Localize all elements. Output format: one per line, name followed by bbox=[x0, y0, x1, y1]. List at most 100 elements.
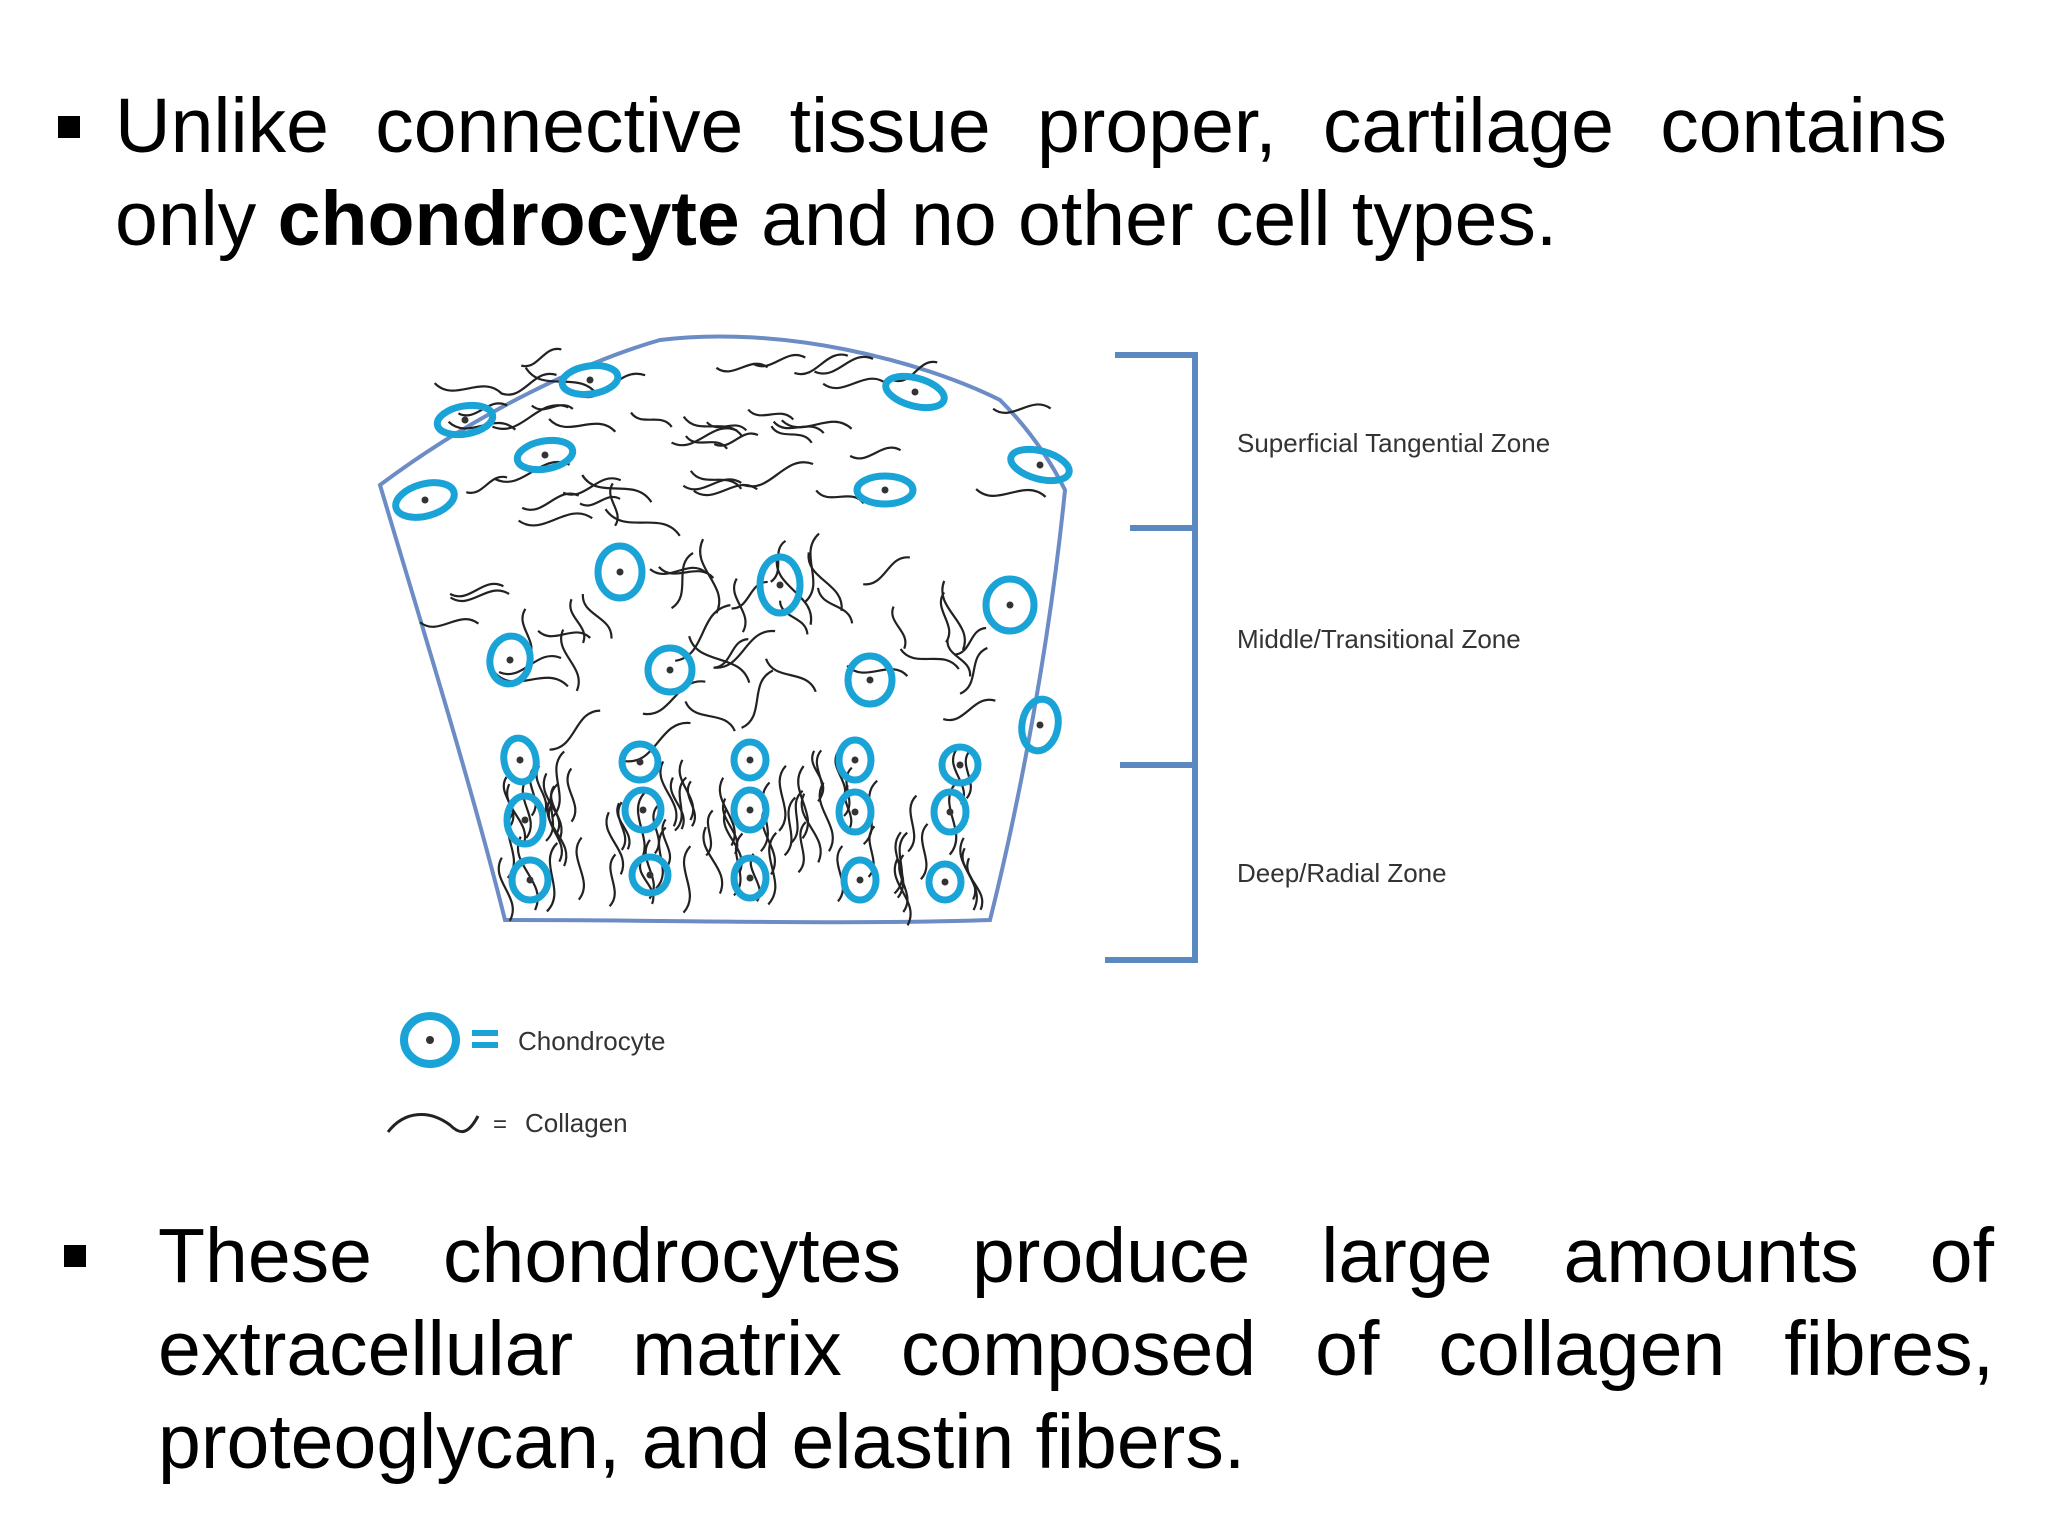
collagen-fiber bbox=[521, 492, 580, 511]
collagen-fiber bbox=[638, 859, 655, 905]
chondrocyte-cell bbox=[486, 632, 534, 688]
square-bullet-icon bbox=[64, 1245, 86, 1267]
collagen-fiber bbox=[649, 566, 707, 576]
collagen-fiber bbox=[733, 578, 747, 633]
collagen-fiber bbox=[682, 415, 743, 437]
collagen-fiber bbox=[569, 598, 586, 644]
zone-label-deep: Deep/Radial Zone bbox=[1237, 858, 1447, 888]
collagen-fiber bbox=[537, 629, 591, 639]
text-segment: and no other cell types. bbox=[739, 176, 1558, 262]
collagen-fiber bbox=[849, 446, 902, 460]
chondrocyte-cell bbox=[644, 644, 696, 696]
chondrocyte-cell bbox=[621, 786, 665, 834]
collagen-fiber bbox=[566, 767, 577, 823]
collagen-fiber bbox=[617, 801, 627, 851]
collagen-fiber bbox=[893, 831, 908, 895]
collagen-fiber bbox=[520, 347, 562, 368]
chondrocyte-cell bbox=[594, 542, 646, 602]
bold-term: chondrocyte bbox=[277, 176, 740, 262]
collagen-fiber bbox=[891, 606, 907, 650]
collagen-fiber bbox=[658, 566, 715, 579]
collagen-fiber bbox=[959, 646, 988, 695]
collagen-fiber bbox=[581, 474, 653, 503]
collagen-fiber bbox=[642, 680, 706, 716]
collagen-fiber bbox=[741, 461, 814, 488]
collagen-fiber bbox=[419, 618, 480, 628]
legend-chondrocyte-label: Chondrocyte bbox=[518, 1026, 665, 1056]
chondrocyte-cell bbox=[730, 786, 770, 834]
collagen-fiber bbox=[669, 777, 685, 830]
collagen-fiber bbox=[688, 635, 751, 684]
chondrocyte-cell bbox=[853, 472, 917, 508]
collagen-fiber bbox=[502, 776, 515, 827]
collagen-fiber bbox=[625, 721, 691, 763]
chondrocyte-cell bbox=[1007, 445, 1073, 485]
collagen-fiber bbox=[797, 765, 809, 840]
collagen-fiber bbox=[747, 408, 795, 421]
collagen-fiber bbox=[449, 589, 510, 603]
collagen-fiber bbox=[579, 495, 621, 507]
collagen-fiber bbox=[560, 629, 580, 692]
collagen-fiber bbox=[684, 700, 736, 732]
legend-equals-sign: = bbox=[493, 1111, 507, 1138]
collagen-fiber bbox=[531, 404, 574, 411]
collagen-fiber bbox=[954, 626, 987, 656]
paragraph-text-1: Unlike connective tissue proper, cartila… bbox=[115, 80, 1947, 266]
collagen-fiber bbox=[433, 382, 503, 395]
collagen-fiber bbox=[609, 482, 619, 527]
collagen-fiber bbox=[920, 823, 929, 880]
chondrocyte-cell bbox=[730, 738, 770, 782]
square-bullet-icon bbox=[58, 116, 80, 138]
collagen-fiber bbox=[818, 781, 834, 852]
collagen-fiber bbox=[863, 556, 910, 586]
collagen-fiber bbox=[562, 477, 622, 496]
chondrocyte-cell bbox=[500, 734, 540, 786]
collagen-fiber bbox=[752, 354, 806, 368]
collagen-fiber bbox=[713, 629, 776, 669]
paragraph-text-2: These chondrocytes produce large amounts… bbox=[158, 1213, 1994, 1485]
collagen-fiber bbox=[907, 794, 918, 853]
collagen-fiber bbox=[814, 355, 874, 375]
collagen-fiber bbox=[545, 783, 559, 842]
collagen-fiber bbox=[966, 857, 984, 911]
chondrocyte-icon bbox=[400, 1012, 460, 1068]
collagen-fiber bbox=[630, 411, 673, 428]
collagen-fiber bbox=[718, 777, 736, 847]
collagen-fiber bbox=[661, 818, 672, 868]
zone-label-middle: Middle/Transitional Zone bbox=[1237, 624, 1521, 654]
collagen-fiber bbox=[685, 435, 728, 450]
collagen-fiber bbox=[674, 604, 731, 662]
collagen-fiber bbox=[778, 765, 787, 832]
chondrocyte-cell bbox=[844, 652, 896, 708]
text-segment: Unlike connective tissue proper, cartila… bbox=[115, 83, 1947, 262]
collagen-fiber bbox=[465, 475, 508, 494]
chondrocyte-cell bbox=[392, 479, 458, 521]
collagen-fiber bbox=[713, 637, 749, 669]
chondrocytes bbox=[392, 362, 1073, 904]
collagen-fiber bbox=[770, 539, 787, 583]
collagen-fiber bbox=[652, 805, 660, 855]
collagen-fiber bbox=[741, 669, 774, 729]
collagen-fiber bbox=[946, 639, 972, 677]
zone-label-superficial: Superficial Tangential Zone bbox=[1237, 428, 1550, 458]
zone-bracket-deep bbox=[1105, 765, 1198, 963]
collagen-fiber bbox=[781, 419, 853, 430]
collagen-fiber bbox=[942, 698, 996, 722]
collagen-fiber bbox=[605, 811, 625, 875]
collagen-fiber bbox=[715, 362, 769, 373]
cartilage-tissue bbox=[377, 334, 1073, 926]
chondrocyte-cell bbox=[840, 856, 880, 904]
collagen-fiber bbox=[506, 783, 527, 847]
collagen-fiber bbox=[964, 749, 972, 800]
collagen-fiber bbox=[670, 551, 694, 610]
collagen-fiber bbox=[608, 853, 617, 907]
chondrocyte-cell bbox=[882, 372, 948, 412]
collagen-fiber bbox=[575, 836, 585, 901]
collagen-fiber bbox=[846, 664, 909, 677]
collagen-fiber bbox=[836, 845, 845, 903]
collagen-fiber bbox=[682, 845, 692, 914]
chondrocyte-cell bbox=[938, 743, 982, 787]
collagen-fiber bbox=[542, 772, 563, 842]
collagen-fiber-icon bbox=[386, 1113, 480, 1134]
chondrocyte-cell bbox=[503, 792, 547, 848]
